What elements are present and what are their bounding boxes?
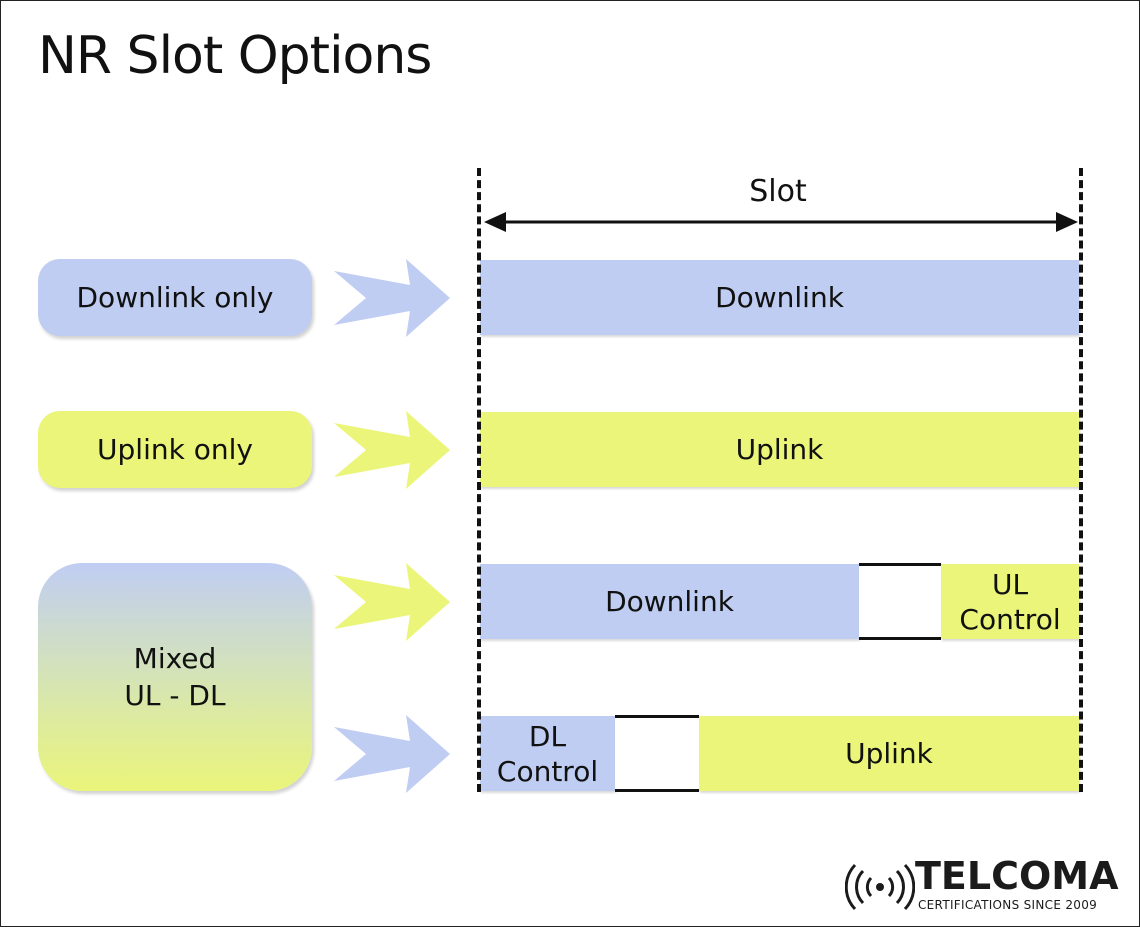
slot-span-arrow <box>484 212 1078 232</box>
row3-downlink-segment: Downlink <box>480 564 859 639</box>
slot-boundary-left <box>477 168 481 792</box>
signal-waves-icon <box>845 863 915 911</box>
row4-uplink-text: Uplink <box>845 737 933 770</box>
page-title: NR Slot Options <box>38 26 432 86</box>
slot-boundary-right <box>1079 168 1083 792</box>
downlink-only-label: Downlink only <box>38 259 312 336</box>
arrow-right-icon <box>334 715 450 793</box>
uplink-only-text: Uplink only <box>97 433 253 466</box>
downlink-only-text: Downlink only <box>76 281 274 314</box>
row4-dl-control-segment: DL Control <box>480 716 615 791</box>
arrow-right-icon <box>334 563 450 641</box>
uplink-only-label: Uplink only <box>38 411 312 488</box>
logo-name: TELCOMA <box>915 854 1119 898</box>
logo-tagline: CERTIFICATIONS SINCE 2009 <box>918 898 1098 912</box>
row2-uplink-text: Uplink <box>735 433 824 466</box>
slot-label: Slot <box>749 174 807 209</box>
row4-guard-period <box>615 715 699 792</box>
row1-downlink-segment: Downlink <box>480 260 1079 335</box>
arrow-right-icon <box>334 411 450 489</box>
row3-ul-control-segment: UL Control <box>941 564 1079 639</box>
mixed-ul-dl-label: Mixed UL - DL <box>38 563 312 791</box>
row3-guard-period <box>859 563 941 640</box>
telcoma-logo: TELCOMA CERTIFICATIONS SINCE 2009 <box>845 854 1119 916</box>
row4-uplink-segment: Uplink <box>699 716 1079 791</box>
row2-uplink-segment: Uplink <box>480 412 1079 487</box>
mixed-ul-dl-text: Mixed UL - DL <box>124 642 226 712</box>
row1-downlink-text: Downlink <box>715 281 844 314</box>
row3-ul-control-text: UL Control <box>959 567 1061 636</box>
row4-dl-control-text: DL Control <box>496 719 599 788</box>
arrow-right-icon <box>334 259 450 337</box>
row3-downlink-text: Downlink <box>605 585 734 618</box>
